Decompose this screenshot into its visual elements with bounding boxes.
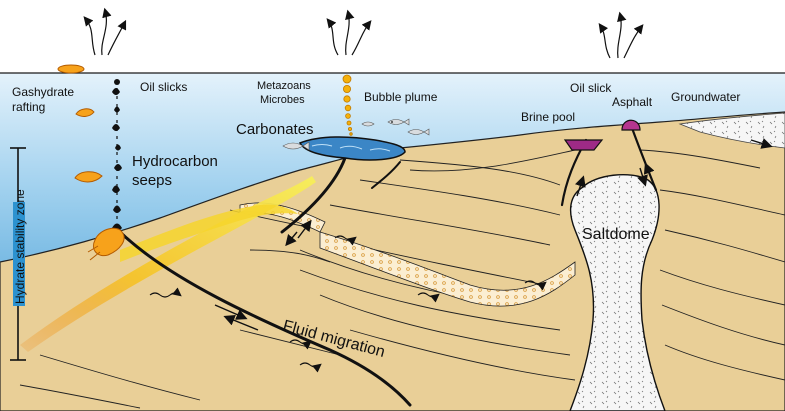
- wavy-flow-arrows: [149, 235, 547, 373]
- porous-layer: [319, 231, 576, 307]
- label-carbonates: Carbonates: [236, 121, 314, 138]
- label-microbes: Microbes: [260, 94, 305, 106]
- hydrate-raft-deep: [74, 171, 103, 183]
- gas-escape-arrows: [83, 7, 644, 59]
- label-hydrate-stability-zone: Hydrate stability zone: [13, 189, 27, 304]
- label-saltdome: Saltdome: [582, 226, 650, 243]
- label-oil-slick: Oil slick: [570, 81, 612, 95]
- hydrate-raft: [75, 108, 95, 117]
- label-hydrocarbon: Hydrocarbon: [132, 153, 218, 170]
- groundwater-lens: [678, 112, 785, 149]
- brine-pool: [563, 139, 604, 151]
- label-groundwater: Groundwater: [671, 90, 740, 104]
- carbonate-texture: [311, 144, 391, 152]
- faults: [118, 126, 658, 407]
- label-asphalt: Asphalt: [612, 95, 653, 109]
- label-oil-slicks: Oil slicks: [140, 80, 187, 94]
- migration-arrows: [214, 138, 773, 331]
- fish-eye: [391, 121, 393, 123]
- oil-blob: [93, 227, 125, 257]
- label-metazoans: Metazoans: [257, 80, 311, 92]
- migration-plume: [20, 176, 316, 352]
- bubble-plume: [342, 74, 353, 136]
- label-bubble-plume: Bubble plume: [364, 90, 438, 104]
- seep-plume-secondary: [120, 204, 298, 262]
- label-rafting: rafting: [12, 100, 45, 114]
- carbonate-mound: [298, 136, 406, 161]
- label-gashydrate: Gashydrate: [12, 85, 74, 99]
- fish-group: [282, 118, 430, 151]
- asphalt-mound: [621, 119, 641, 131]
- label-seeps: seeps: [132, 172, 172, 189]
- label-brine-pool: Brine pool: [521, 110, 575, 124]
- hydrate-raft-surface: [57, 64, 85, 74]
- bracket-label-bg: [13, 202, 25, 306]
- oil-blob-spikes: [87, 245, 101, 261]
